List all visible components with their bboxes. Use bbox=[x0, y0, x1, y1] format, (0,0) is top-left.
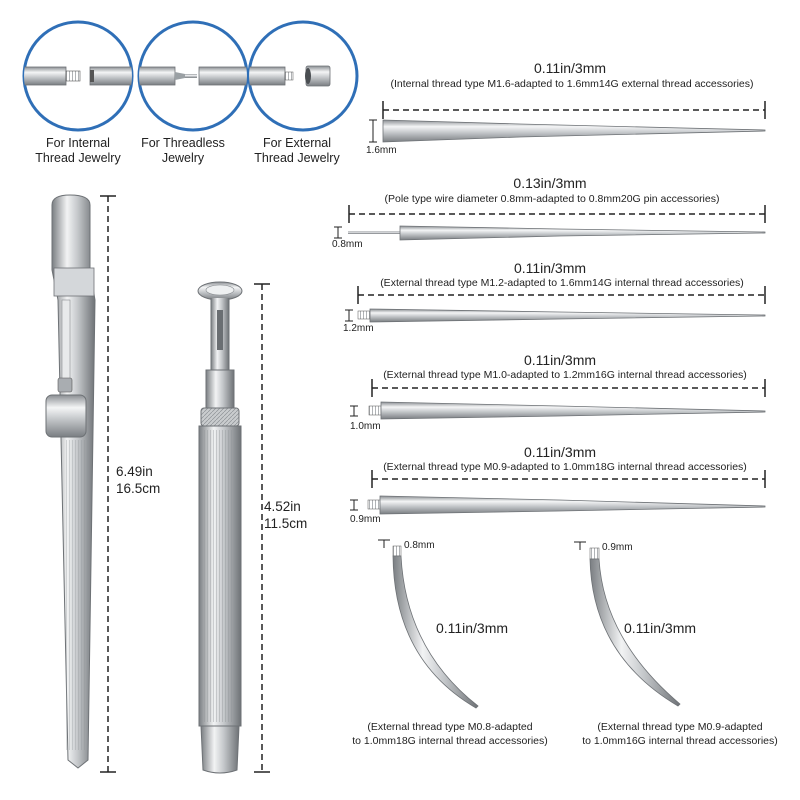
taper-2-gauge: 0.8mm bbox=[332, 239, 363, 250]
curved-taper-m09 bbox=[574, 541, 681, 707]
holder-length-line bbox=[254, 283, 270, 773]
taper-3-size: 0.11in/3mm bbox=[513, 260, 587, 276]
taper-pole-08 bbox=[334, 205, 766, 241]
taper-1-desc: (Internal thread type M1.6-adapted to 1.… bbox=[390, 78, 754, 90]
taper-2-desc: (Pole type wire diameter 0.8mm-adapted t… bbox=[384, 193, 720, 205]
internal-thread-circle bbox=[22, 20, 134, 132]
curved-2-size: 0.11in/3mm bbox=[623, 620, 697, 636]
taper-2-size: 0.13in/3mm bbox=[513, 175, 587, 191]
taper-1-gauge: 1.6mm bbox=[366, 145, 397, 156]
taper-4-gauge: 1.0mm bbox=[350, 421, 381, 432]
taper-3-desc: (External thread type M1.2-adapted to 1.… bbox=[380, 277, 744, 289]
threadless-circle bbox=[137, 20, 249, 132]
taper-external-m12 bbox=[345, 286, 766, 323]
curved-1-gauge: 0.8mm bbox=[404, 540, 435, 551]
taper-4-size: 0.11in/3mm bbox=[523, 352, 597, 368]
taper-1-size: 0.11in/3mm bbox=[533, 60, 607, 76]
taper-internal-m16 bbox=[369, 101, 766, 143]
taper-5-gauge: 0.9mm bbox=[350, 514, 381, 525]
taper-external-m09 bbox=[350, 470, 766, 515]
taper-5-size: 0.11in/3mm bbox=[523, 444, 597, 460]
taper-5-desc: (External thread type M0.9-adapted to 1.… bbox=[383, 461, 747, 473]
tweezers-image bbox=[45, 194, 96, 769]
taper-external-m10 bbox=[350, 379, 766, 420]
tweezers-length-line bbox=[100, 195, 116, 773]
external-thread-circle bbox=[247, 20, 359, 132]
taper-4-desc: (External thread type M1.0-adapted to 1.… bbox=[383, 369, 747, 381]
curved-taper-m08 bbox=[378, 539, 479, 709]
curved-2-gauge: 0.9mm bbox=[602, 542, 633, 553]
prong-holder-image bbox=[197, 281, 243, 774]
taper-3-gauge: 1.2mm bbox=[343, 323, 374, 334]
curved-1-size: 0.11in/3mm bbox=[435, 620, 509, 636]
